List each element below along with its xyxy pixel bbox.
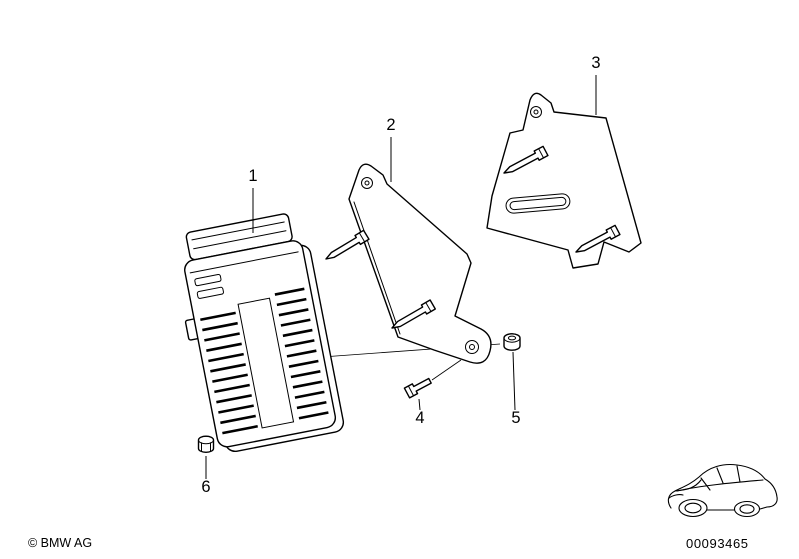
bolt-part-4 — [403, 377, 432, 399]
callout-5[interactable]: 5 — [511, 351, 521, 427]
mounting-bracket-part-3 — [486, 92, 642, 269]
connector-pins — [191, 221, 287, 250]
callout-2-label[interactable]: 2 — [386, 116, 395, 134]
assembly-line — [431, 359, 462, 381]
module-vent-slot — [196, 286, 224, 299]
nut-part-6 — [197, 435, 215, 453]
car-front-hub — [684, 502, 702, 514]
car-front-wheel — [678, 498, 708, 518]
nut-rim — [198, 435, 214, 445]
nut-bore — [507, 335, 517, 341]
slot-inner — [509, 196, 567, 211]
bolt-body — [403, 377, 432, 399]
car-beltline — [676, 479, 764, 492]
car-headlight — [668, 494, 684, 499]
screw-icon — [322, 229, 370, 265]
vehicle-thumbnail-icon — [667, 463, 778, 518]
callout-5-leader — [512, 351, 516, 411]
callout-1-label[interactable]: 1 — [248, 167, 257, 185]
module-label-strip — [237, 297, 295, 429]
control-module-part-1 — [184, 213, 345, 453]
callout-2[interactable]: 2 — [386, 116, 396, 182]
drawing-number: 00093465 — [686, 536, 749, 551]
car-rear-wheel — [733, 500, 761, 518]
bracket-3-plate — [486, 92, 642, 269]
bracket-2-tab-hole-center — [364, 180, 370, 186]
bracket-2-edge — [353, 201, 401, 335]
module-groove — [189, 251, 299, 274]
callout-3[interactable]: 3 — [591, 54, 601, 115]
callout-4-label[interactable]: 4 — [415, 409, 424, 427]
car-hood-line — [674, 479, 702, 492]
cooling-fins-right — [274, 287, 329, 420]
callout-4[interactable]: 4 — [415, 398, 425, 427]
car-sill — [706, 506, 768, 511]
callout-6[interactable]: 6 — [201, 456, 211, 496]
callout-6-label[interactable]: 6 — [201, 478, 210, 496]
bracket-3-slot — [505, 193, 571, 214]
car-rear-hub — [739, 504, 755, 514]
bracket-3-tab-hole — [530, 106, 542, 118]
callout-3-label[interactable]: 3 — [591, 54, 600, 72]
nut-facets — [201, 442, 211, 452]
car-pillars — [700, 465, 741, 491]
bracket-2-foot-hole-center — [469, 344, 475, 350]
slot-outer — [505, 193, 571, 214]
callout-5-label[interactable]: 5 — [511, 409, 520, 427]
bolt-head-facet — [407, 385, 415, 397]
copyright-label: © BMW AG — [28, 536, 93, 550]
callout-4-leader — [418, 398, 421, 411]
nut-part-5 — [503, 333, 521, 351]
bracket-2-tab-hole — [361, 177, 373, 189]
bracket-2-foot-hole — [465, 340, 479, 354]
bracket-2-plate — [348, 163, 492, 364]
module-vent-slot — [194, 274, 222, 287]
mounting-bracket-part-2 — [322, 163, 492, 364]
cooling-fins-left — [200, 311, 258, 435]
bracket-3-tab-hole-center — [533, 109, 539, 115]
nut-rim — [503, 333, 521, 343]
callout-1[interactable]: 1 — [248, 167, 258, 233]
